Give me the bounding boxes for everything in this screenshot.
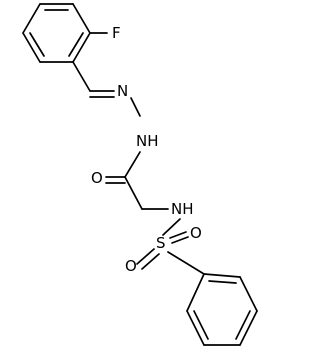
sulfonyl-double-bond-left xyxy=(136,248,160,270)
phenyl-ring xyxy=(186,273,258,346)
sulfur-to-phenyl-bond xyxy=(167,251,205,275)
sulfonyl-oxygen-left-label: O xyxy=(125,257,137,275)
sulfur-label: S xyxy=(156,234,166,252)
carbonyl-to-methylene-bond xyxy=(124,176,143,210)
chemical-structure-diagram: F N NH O NH S O O xyxy=(22,3,258,346)
nh-to-sulfur-bond xyxy=(162,218,181,236)
carbonyl-oxygen-label: O xyxy=(91,169,103,187)
nitrogen-nitrogen-bond xyxy=(130,97,141,117)
sulfonyl-oxygen-right-label: O xyxy=(190,224,202,242)
carbonyl-double-bond xyxy=(105,176,126,184)
nh-to-carbonyl-bond xyxy=(124,151,141,178)
fluorine-label: F xyxy=(112,24,121,42)
imine-double-bond xyxy=(89,90,115,98)
hydrazide-nh-label: NH xyxy=(136,132,159,150)
sulfonyl-double-bond-right xyxy=(169,231,189,244)
fluorophenyl-ring xyxy=(22,3,91,63)
imine-nitrogen-label: N xyxy=(117,82,128,100)
ring-to-imine-carbon-bond xyxy=(72,61,91,92)
sulfonamide-nh-label: NH xyxy=(171,200,194,218)
